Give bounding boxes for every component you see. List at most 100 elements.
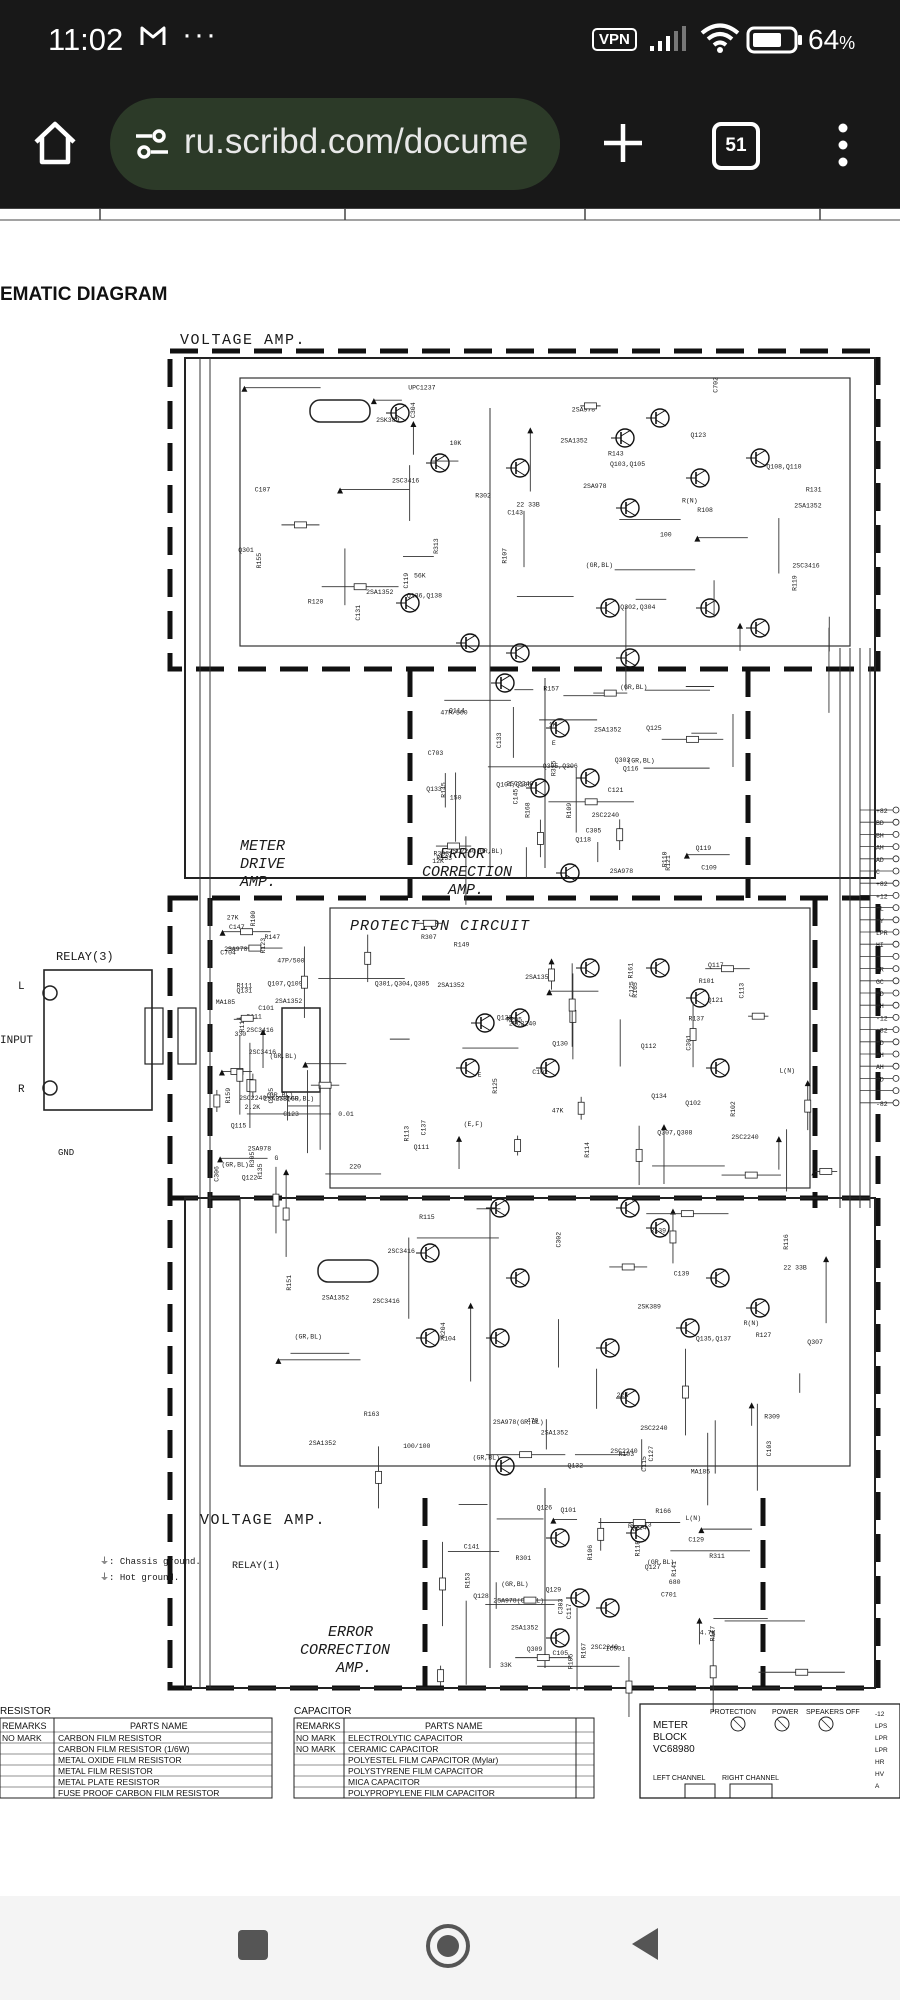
component-label: C102 (532, 1069, 548, 1076)
component-label: C305 (586, 827, 602, 834)
component-label: 100 (660, 532, 672, 539)
transistor-symbol (686, 988, 710, 1008)
component-label: C105 (553, 1650, 569, 1657)
meter-label-power: POWER (772, 1709, 798, 1716)
new-tab-icon[interactable] (594, 114, 652, 172)
meter-label-speakers-off: SPEAKERS OFF (806, 1709, 860, 1716)
capacitor-col-remarks: REMARKS (296, 1721, 341, 1731)
component-label: C135 (268, 1088, 275, 1104)
component-label: 2SC3416 (246, 1027, 273, 1034)
component-label: 22 33B (783, 1265, 807, 1272)
component-label: C107 (255, 486, 271, 493)
component-label: 2SA978 (572, 407, 596, 414)
meter-pin-label: A (875, 1783, 880, 1790)
component-label: R167 (580, 1643, 587, 1659)
component-label: 470 (527, 1418, 539, 1425)
component-label: R127 (756, 1332, 772, 1339)
component-label: 220 (349, 1164, 361, 1171)
connector-block-2 (177, 1007, 197, 1065)
component-label: R129 (628, 1523, 644, 1530)
component-label: R155 (256, 553, 263, 569)
component-label: 2SK389 (376, 417, 400, 424)
component-label: R149 (454, 942, 470, 949)
capacitor-part-name: POLYSTYRENE FILM CAPACITOR (348, 1766, 483, 1776)
resistor-part-name: METAL FILM RESISTOR (58, 1766, 153, 1776)
component-label: Q116 (623, 765, 639, 772)
recents-icon[interactable] (238, 1930, 268, 1960)
resistor-col-parts: PARTS NAME (130, 1721, 188, 1731)
component-label: C111 (246, 1014, 262, 1021)
transistor-symbol (546, 718, 570, 738)
overflow-menu-icon[interactable] (828, 120, 858, 170)
resistor-part-name: METAL PLATE RESISTOR (58, 1777, 160, 1787)
ic501-block (281, 1007, 321, 1093)
component-label: R110 (661, 851, 668, 867)
component-label: (GR,BL) (473, 1455, 500, 1462)
component-label: R143 (608, 450, 624, 457)
component-label: 2.2K (245, 1104, 261, 1111)
component-label: Q119 (696, 845, 712, 852)
tabs-icon[interactable]: 51 (712, 122, 760, 170)
component-label: 2SA1352 (794, 503, 821, 510)
label-input-l: L (18, 981, 25, 993)
document-viewer[interactable]: EMATIC DIAGRAM VOLTAGE AMP. VOLTAGE AMP.… (0, 208, 900, 1896)
connector-pin-label: BD (876, 991, 884, 998)
svg-text:ERROR: ERROR (440, 846, 485, 863)
component-label: MA185 (691, 1468, 711, 1475)
connector-block (144, 1007, 164, 1065)
capacitor-table-title: CAPACITOR (294, 1706, 351, 1717)
component-label: 2SA978 (224, 946, 248, 953)
component-label: R165 (632, 982, 639, 998)
label-input: INPUT (0, 1035, 33, 1047)
component-label: R153 (464, 1573, 471, 1589)
transistor-symbol (486, 1198, 510, 1218)
component-label: R107 (502, 548, 509, 564)
transistor-symbol (706, 1268, 730, 1288)
transistor-symbol (491, 673, 515, 693)
transistor-symbol (506, 1268, 530, 1288)
label-meter-drive: METER DRIVE AMP. (239, 838, 286, 891)
component-label: R157 (543, 686, 559, 693)
component-label: R102 (730, 1101, 737, 1117)
svg-text:ERROR: ERROR (328, 1624, 373, 1641)
led-indicator-icon (774, 1716, 790, 1732)
address-bar[interactable]: ru.scribd.com/docume (110, 98, 560, 190)
component-label: Q128 (473, 1593, 489, 1600)
transistor-symbol (546, 1528, 570, 1548)
hot-ground-legend: ⏚: Hot ground. (100, 1572, 179, 1583)
capacitor-part-name: POLYESTEL FILM CAPACITOR (Mylar) (348, 1755, 499, 1765)
component-label: 100/100 (403, 1443, 430, 1450)
component-label: Q131 (237, 988, 253, 995)
connector-pin-label: HL (876, 906, 884, 913)
meter-pin-label: LPR (875, 1735, 888, 1742)
home-icon[interactable] (28, 116, 82, 170)
capacitor-col-parts: PARTS NAME (425, 1721, 483, 1731)
signal-icon (648, 26, 688, 57)
component-label: R303 (434, 850, 450, 857)
component-label: Q115 (231, 1123, 247, 1130)
home-circle-icon[interactable] (424, 1922, 472, 1970)
component-label: 47K (552, 1108, 564, 1115)
capacitor-part-name: CERAMIC CAPACITOR (348, 1744, 438, 1754)
url-text[interactable]: ru.scribd.com/docume (184, 122, 529, 161)
component-label: 2SA1352 (511, 1625, 538, 1632)
component-label: C306 (213, 1166, 220, 1182)
transistor-symbol (616, 498, 640, 518)
transistor-symbol (486, 1328, 510, 1348)
component-label: 2SA978(GR,BL) (264, 1095, 315, 1102)
component-label: C115 (641, 1456, 648, 1472)
component-label: 2SA1352 (541, 1430, 568, 1437)
back-icon[interactable] (626, 1924, 662, 1964)
site-settings-icon[interactable] (132, 124, 172, 169)
component-label: R315 (551, 760, 558, 776)
component-label: R131 (806, 486, 822, 493)
component-label: C143 (507, 510, 523, 517)
component-label: C704 (220, 949, 236, 956)
component-label: Q103,Q105 (610, 461, 645, 468)
component-label: R121 (665, 855, 672, 871)
component-label: R161 (628, 963, 635, 979)
component-label: Q123 (691, 432, 707, 439)
connector-pin-label: GC (876, 979, 884, 986)
component-label: 1K (549, 721, 557, 728)
component-label: (E,F) (464, 1121, 484, 1128)
